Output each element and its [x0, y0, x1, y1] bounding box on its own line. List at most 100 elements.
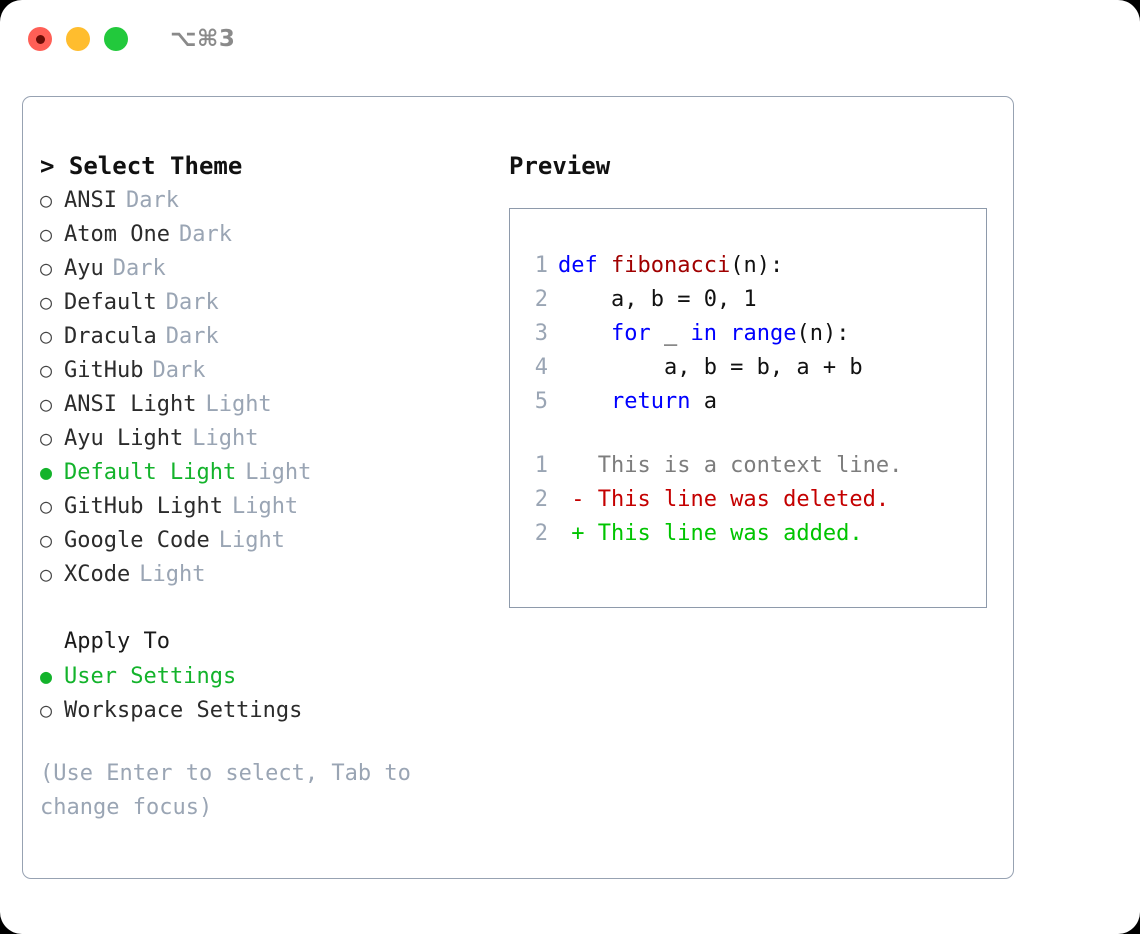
line-content: for _ in range(n): [558, 317, 849, 351]
close-button-icon[interactable] [28, 27, 52, 51]
token-plain: (n): [796, 321, 850, 346]
line-content: a, b = 0, 1 [558, 283, 757, 317]
radio-selected-icon: ● [40, 460, 53, 484]
theme-option-label: Ayu [64, 256, 104, 281]
line-number: 3 [534, 321, 548, 346]
radio-empty-icon: ○ [40, 392, 53, 416]
diff-sample: 1 This is a context line.2 - This line w… [510, 449, 986, 551]
radio-empty-icon: ○ [40, 698, 53, 722]
token-ctx: This is a context line. [558, 453, 903, 478]
theme-option-tag: Light [192, 426, 259, 451]
theme-option-tag: Light [205, 392, 272, 417]
theme-option-atom-one[interactable]: ○ Atom One Dark [40, 217, 501, 251]
token-plain [558, 389, 611, 414]
token-del: - This line was deleted. [558, 487, 890, 512]
line-number: 1 [534, 253, 548, 278]
theme-option-tag: Dark [125, 188, 179, 213]
line-number: 5 [534, 389, 548, 414]
line-number: 1 [534, 453, 548, 478]
radio-empty-icon: ○ [40, 290, 53, 314]
code-line: 3 for _ in range(n): [510, 317, 986, 351]
apply-to-option-list[interactable]: ● User Settings ○Workspace Settings [40, 659, 501, 727]
line-number: 4 [534, 355, 548, 380]
traffic-light-group [28, 27, 128, 51]
token-plain [717, 321, 730, 346]
line-content: return a [558, 385, 717, 419]
theme-option-tag: Dark [178, 222, 232, 247]
theme-option-label: XCode [64, 562, 131, 587]
theme-option-default-light[interactable]: ● Default Light Light [40, 455, 501, 489]
section-spacer [40, 591, 501, 625]
radio-empty-icon: ○ [40, 256, 53, 280]
radio-empty-icon: ○ [40, 528, 53, 552]
theme-option-github[interactable]: ○ GitHub Dark [40, 353, 501, 387]
token-plain: _ [650, 321, 691, 346]
radio-selected-icon: ● [40, 664, 53, 688]
line-content: - This line was deleted. [558, 483, 889, 517]
apply-to-option-label: User Settings [64, 664, 237, 689]
token-plain: a, b = 0, 1 [558, 287, 757, 312]
theme-option-tag: Dark [112, 256, 166, 281]
theme-option-tag: Dark [165, 324, 219, 349]
theme-option-ayu[interactable]: ○ Ayu Dark [40, 251, 501, 285]
code-line: 1 def fibonacci(n): [510, 249, 986, 283]
radio-empty-icon: ○ [40, 358, 53, 382]
theme-option-label: Atom One [64, 222, 170, 247]
token-kw: in [690, 321, 717, 346]
theme-option-ayu-light[interactable]: ○ Ayu Light Light [40, 421, 501, 455]
token-fn: fibonacci [610, 253, 731, 278]
theme-option-tag: Dark [152, 358, 206, 383]
token-plain: a, b = b, a + b [558, 355, 863, 380]
apply-to-heading: Apply To [64, 629, 170, 654]
theme-option-tag: Light [231, 494, 299, 519]
keyboard-hint-text: (Use Enter to select, Tab to change focu… [40, 761, 411, 820]
token-add: + This line was added. [558, 521, 863, 546]
theme-option-label: Default Light [64, 460, 237, 485]
title-bar: ⌥⌘3 [0, 0, 1140, 78]
code-line: 2 a, b = 0, 1 [510, 283, 986, 317]
theme-option-default[interactable]: ○ Default Dark [40, 285, 501, 319]
theme-option-tag: Dark [165, 290, 219, 315]
token-plain: (n): [730, 253, 784, 278]
token-plain: a [690, 389, 717, 414]
theme-option-label: Default [64, 290, 157, 315]
theme-option-label: Ayu Light [64, 426, 184, 451]
maximize-button-icon[interactable] [104, 27, 128, 51]
theme-option-tag: Light [245, 460, 312, 485]
radio-empty-icon: ○ [40, 222, 53, 246]
apply-to-option-user-settings[interactable]: ● User Settings [40, 659, 501, 693]
line-number: 2 [534, 287, 548, 312]
diff-line: 2 - This line was deleted. [510, 483, 986, 517]
page-title: > Select Theme [40, 152, 243, 180]
radio-empty-icon: ○ [40, 426, 53, 450]
preview-title: Preview [509, 152, 611, 180]
theme-option-label: GitHub [64, 358, 144, 383]
code-line: 4 a, b = b, a + b [510, 351, 986, 385]
apply-to-option-workspace-settings[interactable]: ○Workspace Settings [40, 693, 501, 727]
diff-line: 2 + This line was added. [510, 517, 986, 551]
radio-empty-icon: ○ [40, 188, 53, 212]
token-kw: def [558, 253, 611, 278]
line-content: + This line was added. [558, 517, 863, 551]
code-line: 5 return a [510, 385, 986, 419]
line-number: 2 [534, 487, 548, 512]
line-number: 2 [534, 521, 548, 546]
radio-empty-icon: ○ [40, 562, 53, 586]
line-content: This is a context line. [558, 449, 903, 483]
diff-line: 1 This is a context line. [510, 449, 986, 483]
theme-option-xcode[interactable]: ○ XCode Light [40, 557, 501, 591]
theme-option-tag: Light [139, 562, 206, 587]
theme-option-label: Google Code [64, 528, 210, 553]
minimize-button-icon[interactable] [66, 27, 90, 51]
